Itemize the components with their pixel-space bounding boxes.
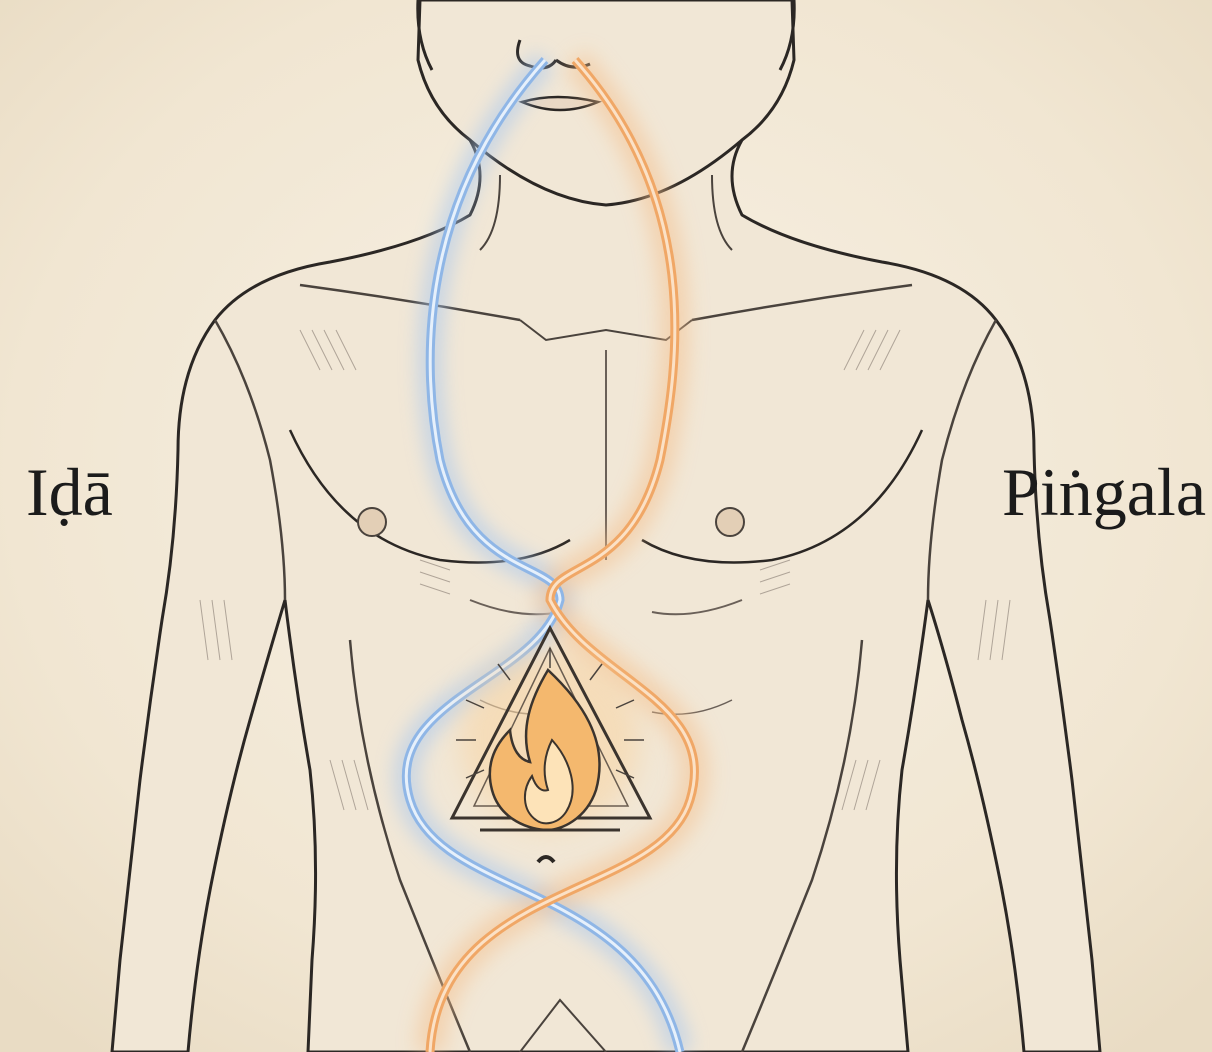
right-nipple xyxy=(716,508,744,536)
pingala-label: Piṅgala xyxy=(1002,452,1206,532)
left-nipple xyxy=(358,508,386,536)
ida-label: Iḍā xyxy=(26,452,113,532)
